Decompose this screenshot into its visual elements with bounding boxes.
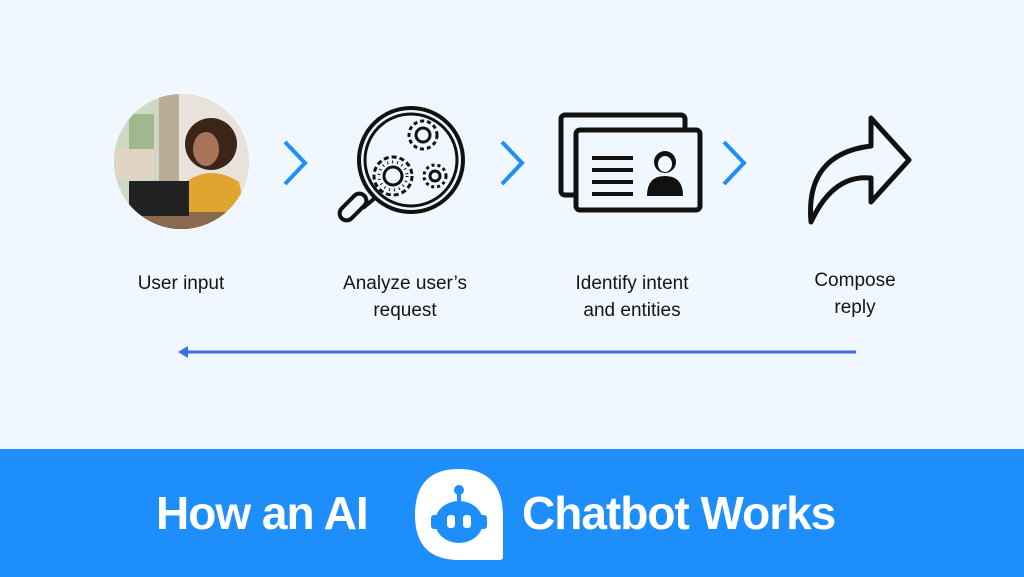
label-line: Identify intent <box>575 273 689 294</box>
label-line: and entities <box>583 300 681 321</box>
chatbot-robot-icon <box>415 469 503 560</box>
step-label-analyze: Analyze user’s request <box>305 270 505 324</box>
label-line: Analyze user’s <box>343 273 467 294</box>
title-left: How an AI <box>156 487 369 539</box>
share-arrow-icon <box>808 115 912 225</box>
chevron-right-icon <box>722 140 747 186</box>
footer-banner <box>0 449 1024 577</box>
label-line: User input <box>137 273 225 294</box>
user-at-laptop-photo <box>114 94 249 229</box>
chevron-right-icon <box>283 140 308 186</box>
id-cards-icon <box>558 112 703 213</box>
label-line: request <box>373 300 437 321</box>
step-label-user-input: User input <box>81 270 281 297</box>
magnifier-gears-icon <box>337 106 465 223</box>
label-line: reply <box>834 297 876 318</box>
label-line: Compose <box>814 270 896 291</box>
user-input-photo <box>114 94 249 229</box>
step-label-identify: Identify intent and entities <box>532 270 732 324</box>
return-arrow <box>178 346 856 358</box>
step-label-compose: Compose reply <box>755 267 955 321</box>
title-right: Chatbot Works <box>522 487 836 539</box>
chevron-right-icon <box>500 140 525 186</box>
